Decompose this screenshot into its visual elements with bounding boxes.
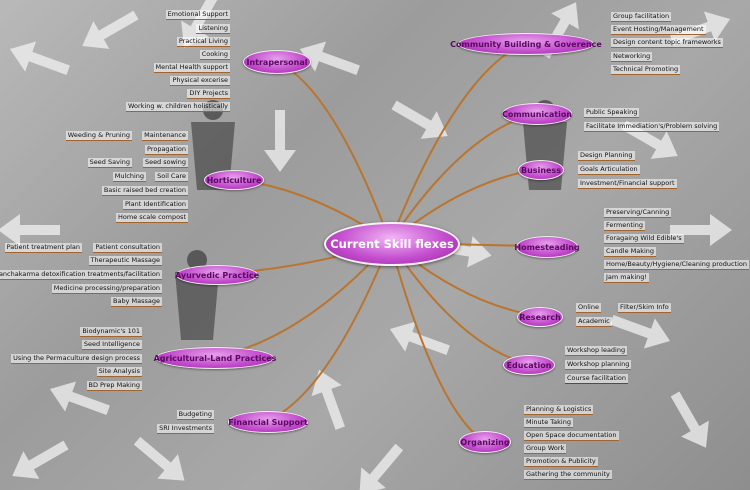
leaf-agricultural-3: Using the Permaculture design process <box>11 354 142 364</box>
node-homesteading[interactable]: Homesteading <box>514 236 580 258</box>
leaf-horticulture-5: Seed sowing <box>142 158 188 168</box>
bg-arrow-13 <box>670 391 709 448</box>
leaf-intrapersonal-3: Practical Living <box>176 37 230 47</box>
node-research[interactable]: Research <box>517 307 563 327</box>
leaf-horticulture-8: Basic raised bed creation <box>101 186 188 196</box>
leaf-communication-2: Facilitate Immediation's/Problem solving <box>584 122 720 132</box>
leaf-education-1: Workshop leading <box>565 346 628 356</box>
connector-financial <box>266 241 391 422</box>
node-ayurvedic-practice[interactable]: Ayurvedic Practice <box>175 265 259 285</box>
bg-arrow-11 <box>670 214 732 246</box>
leaf-ayurvedic-6: Baby Massage <box>111 297 162 307</box>
leaf-ayurvedic-1: Patient treatment plan <box>4 243 82 253</box>
leaf-ayurvedic-2: Patient consultation <box>93 243 162 253</box>
connector-intrapersonal <box>275 60 391 243</box>
leaf-organizing-2: Minute Taking <box>524 418 573 428</box>
node-education[interactable]: Education <box>503 355 555 375</box>
leaf-financial-1: Budgeting <box>176 410 214 420</box>
leaf-horticulture-9: Plant Identification <box>122 200 188 210</box>
leaf-community-5: Technical Promoting <box>611 65 681 75</box>
leaf-homesteading-5: Home/Beauty/Hygiene/Cleaning production <box>604 260 749 270</box>
leaf-business-2: Goals Articulation <box>578 165 640 175</box>
leaf-intrapersonal-8: Working w. children holistically <box>125 102 230 112</box>
leaf-education-2: Workshop planning <box>565 360 632 370</box>
leaf-education-3: Course facilitation <box>565 374 629 384</box>
bg-arrow-15 <box>311 369 345 430</box>
leaf-ayurvedic-4: Panchakarma detoxification treatments/fa… <box>0 270 162 280</box>
bg-arrow-1 <box>9 41 70 75</box>
leaf-horticulture-1: Weeding & Pruning <box>65 131 132 141</box>
leaf-agricultural-1: Biodynamic's 101 <box>80 327 142 337</box>
bg-arrow-4 <box>49 381 110 415</box>
leaf-horticulture-10: Home scale compost <box>116 213 188 223</box>
leaf-ayurvedic-3: Therapeutic Massage <box>88 256 162 266</box>
bg-arrow-17 <box>133 436 185 481</box>
bg-arrow-9 <box>391 100 448 139</box>
bg-arrow-5 <box>12 440 69 479</box>
leaf-community-2: Event Hosting/Management <box>611 25 706 35</box>
node-financial-support[interactable]: Financial Support <box>228 411 308 433</box>
bg-arrow-12 <box>610 315 671 349</box>
leaf-agricultural-2: Seed Intelligence <box>81 340 142 350</box>
bg-arrow-2 <box>82 10 139 49</box>
leaf-community-1: Group facilitation <box>611 12 672 22</box>
node-agricultural-land-practices[interactable]: Agricultural-Land Practices <box>154 347 276 369</box>
leaf-horticulture-6: Mulching <box>112 172 146 182</box>
leaf-horticulture-4: Seed Saving <box>87 158 132 168</box>
leaf-homesteading-3: Foragaing Wild Edible's <box>604 234 684 244</box>
bg-arrow-3 <box>0 214 60 246</box>
leaf-intrapersonal-4: Cooking <box>199 50 230 60</box>
leaf-research-2: Filter/Skim Info <box>618 303 671 313</box>
node-business[interactable]: Business <box>518 160 564 180</box>
leaf-business-1: Design Planning <box>578 151 635 161</box>
leaf-homesteading-6: Jam making! <box>604 273 650 283</box>
bg-arrow-7 <box>299 41 360 75</box>
connector-organizing <box>389 241 485 442</box>
leaf-agricultural-4: Site Analysis <box>96 367 142 377</box>
leaf-organizing-1: Planning & Logistics <box>524 405 594 415</box>
node-communication[interactable]: Communication <box>502 103 572 125</box>
leaf-organizing-3: Open Space documentation <box>524 431 619 441</box>
leaf-research-3: Academic <box>576 317 612 327</box>
leaf-organizing-6: Gathering the community <box>524 470 612 480</box>
leaf-intrapersonal-1: Emotional Support <box>165 10 230 20</box>
leaf-intrapersonal-2: Listening <box>196 24 230 34</box>
leaf-community-4: Networking <box>611 52 653 62</box>
leaf-financial-2: SRI Investments <box>157 424 214 434</box>
leaf-organizing-4: Group Work <box>524 444 567 454</box>
leaf-homesteading-1: Preserving/Canning <box>604 208 672 218</box>
leaf-intrapersonal-5: Mental Health support <box>153 63 230 73</box>
node-intrapersonal[interactable]: Intrapersonal <box>243 50 311 74</box>
leaf-horticulture-7: Soil Care <box>155 172 188 182</box>
leaf-homesteading-4: Candle Making <box>604 247 657 257</box>
bg-arrow-16 <box>359 443 404 490</box>
leaf-agricultural-5: BD Prep Making <box>86 381 142 391</box>
leaf-organizing-5: Promotion & Publicity <box>524 457 598 467</box>
leaf-business-3: Investment/Financial support <box>578 179 677 189</box>
leaf-ayurvedic-5: Medicine processing/preparation <box>51 284 162 294</box>
leaf-intrapersonal-6: Physical excerise <box>170 76 230 86</box>
leaf-homesteading-2: Fermenting <box>604 221 645 231</box>
node-organizing[interactable]: Organizing <box>459 431 511 453</box>
leaf-horticulture-3: Propagation <box>145 145 188 155</box>
central-node[interactable]: Current Skill flexes <box>324 222 460 266</box>
leaf-horticulture-2: Maintenance <box>142 131 188 141</box>
leaf-research-1: Online <box>576 303 601 313</box>
node-horticulture[interactable]: Horticulture <box>204 170 264 190</box>
leaf-community-3: Design content topic frameworks <box>611 38 723 48</box>
leaf-communication-1: Public Speaking <box>584 108 640 118</box>
node-community-building[interactable]: Community Building & Goverence <box>450 33 602 55</box>
leaf-intrapersonal-7: DIY Projects <box>187 89 230 99</box>
bg-arrow-8 <box>264 110 296 172</box>
